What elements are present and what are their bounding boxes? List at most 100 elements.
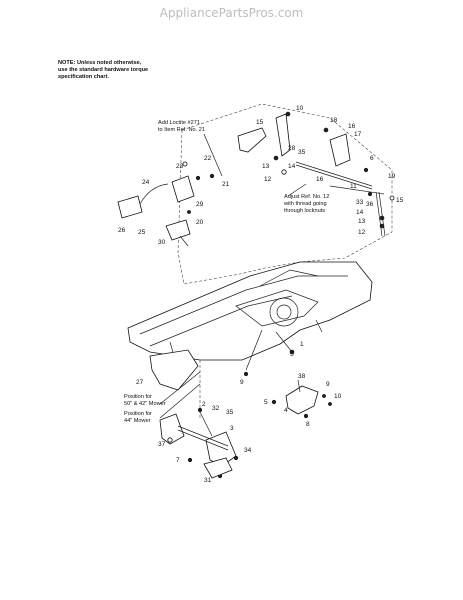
part-label: 24 [142,179,150,186]
part-label: 21 [222,181,230,188]
loctite-callout-1: Add Loctite #271 [158,120,200,126]
hanger-bracket-lower [203,457,233,479]
part-label: 6 [370,155,374,162]
nut-14 [367,191,373,197]
bracket-26 [117,195,143,219]
part-label: 18 [330,117,338,124]
part-label: 38 [298,373,306,380]
nut-9 [243,371,249,377]
part-label: 35 [298,149,306,156]
part-label: 16 [316,176,324,183]
part-label: 17 [354,131,362,138]
position-44-callout-1: Position for [124,411,152,417]
bracket-arm [237,127,267,153]
nut-10b [328,402,332,406]
bracket-30 [165,219,191,241]
mount-block-24 [171,175,195,203]
part-labels: 10 15 18 16 17 28 35 13 14 6 12 16 11 19… [118,105,404,484]
part-label: 10 [296,105,304,112]
assembly-boundary [177,103,393,285]
part-label: 13 [358,218,366,225]
part-label: 26 [118,227,126,234]
bushing-23 [182,161,188,167]
part-label: 1 [300,341,304,348]
torque-note: NOTE: Unless noted otherwise, use the st… [58,60,188,81]
left-bracket-assembly [117,161,215,247]
nut-13 [273,155,279,161]
bolt-1 [289,349,295,355]
adjust-callout-2: with thread going [283,201,327,207]
part-label: 19 [388,173,396,180]
part-label: 5 [264,399,268,406]
locknut-12 [379,223,385,229]
part-label: 29 [196,201,204,208]
locknut-13 [379,215,385,221]
nut-9b [322,394,326,398]
nut-6 [363,167,369,173]
lower-right-bracket [271,379,332,419]
adjust-link [375,191,383,237]
tractor-frame [127,261,373,391]
drop-link [245,329,263,371]
part-label: 31 [204,477,212,484]
part-label: 10 [334,393,342,400]
part-label: 22 [204,155,212,162]
part-label: 37 [158,441,166,448]
part-label: 16 [348,123,356,130]
deck-plate [235,289,319,327]
note-line-3: specification chart. [58,74,109,80]
part-label: 3 [230,425,234,432]
part-label: 8 [306,421,310,428]
washer-12 [281,169,287,175]
frame-outline [127,261,373,361]
leader-lines [159,133,307,419]
spring-cable-25 [139,183,169,205]
part-label: 11 [350,183,357,190]
washer-37 [167,437,173,443]
nut-7 [187,457,193,463]
bracket-4 [285,385,319,415]
adjust-rod [329,185,385,195]
adjust-callout-1: Adjust Ref. No. 12 [284,194,329,200]
part-label: 32 [212,405,220,412]
note-line-2: use the standard hardware torque [58,67,149,73]
adjust-callout-3: through locknuts [284,208,325,214]
washer-22 [195,175,201,181]
part-label: 9 [326,381,330,388]
bolt-34 [233,455,239,461]
part-label: 13 [262,163,270,170]
part-label: 15 [396,197,404,204]
bolt-2 [197,407,203,413]
bolt-19 [323,127,329,133]
note-line-1: NOTE: Unless noted otherwise, [58,60,142,66]
bolt-5 [271,399,277,405]
part-label: 30 [158,239,166,246]
hanger-left [159,413,185,445]
part-label: 20 [196,219,204,226]
lift-rod [295,161,373,187]
part-label: 9 [240,379,244,386]
part-label: 14 [356,209,364,216]
linkage-assembly [237,111,395,237]
position-50-callout-2: 50" & 42" Mower [124,401,166,407]
pulley-housing [269,297,299,327]
watermark-text: AppliancePartsPros.com [159,6,304,20]
part-label: 35 [226,409,234,416]
part-label: 36 [366,201,374,208]
nut-21 [209,173,215,179]
bracket-27 [149,349,199,391]
position-50-callout-1: Position for [124,394,152,400]
part-label: 7 [176,457,180,464]
part-label: 5 [290,351,294,358]
part-label: 27 [136,379,144,386]
part-label: 34 [244,447,252,454]
part-label: 23 [176,163,184,170]
part-label: 14 [288,163,296,170]
side-plate [329,133,351,167]
part-label: 28 [288,145,296,152]
strap-bracket [275,113,291,157]
part-label: 4 [284,407,288,414]
bolt-10 [285,111,291,117]
mower-hanger-assembly [159,360,239,479]
